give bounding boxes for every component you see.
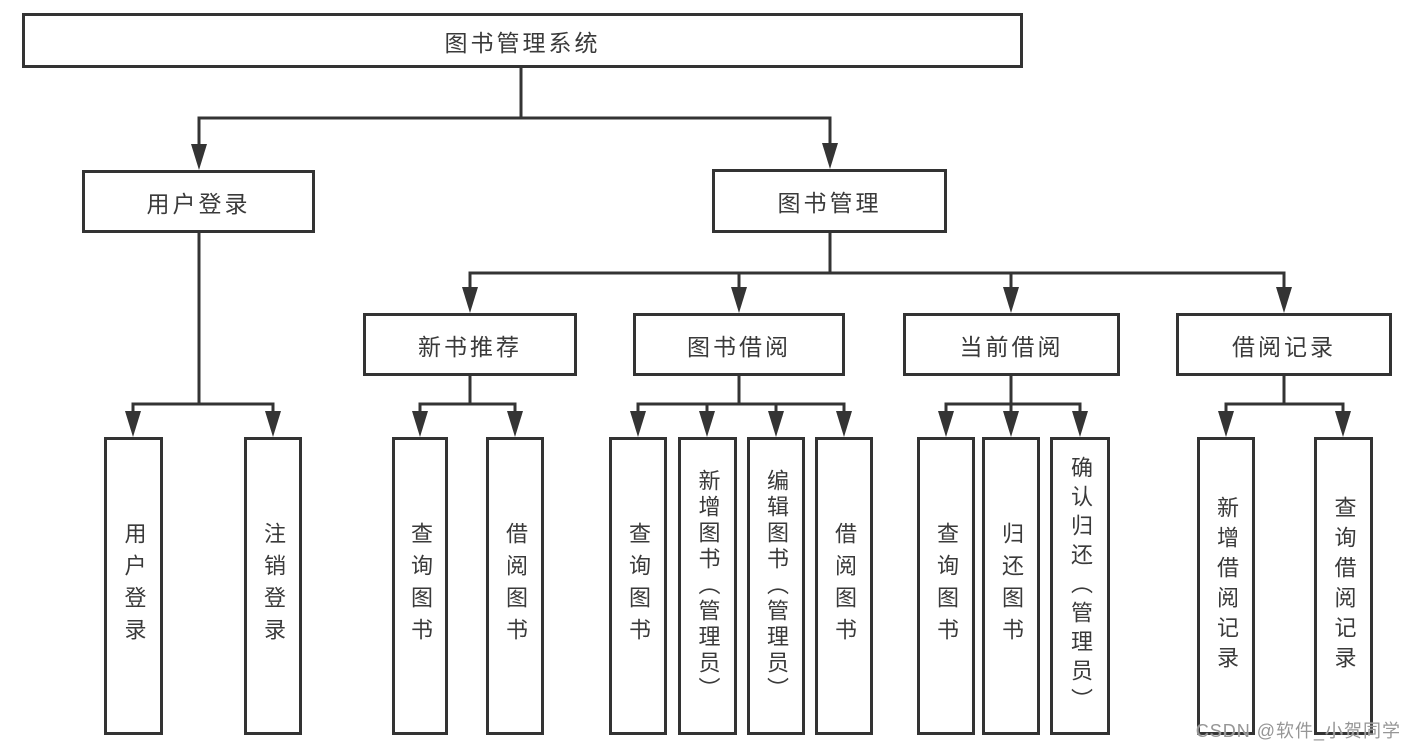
leaf-borrowing-query-books: 查询图书 [609,437,667,735]
node-user-login: 用户登录 [82,170,315,233]
leaf-newbook-query-books: 查询图书 [392,437,448,735]
leaf-borrowing-add-books-admin: 新增图书（管理员） [678,437,737,735]
arrowhead-icon [412,411,428,437]
arrowhead-icon [265,411,281,437]
node-book-borrowing: 图书借阅 [633,313,845,376]
leaf-borrowing-borrow-books: 借阅图书 [815,437,873,735]
leaf-user-login: 用户登录 [104,437,163,735]
arrowhead-icon [822,143,838,169]
arrowhead-icon [731,287,747,313]
leaf-current-return-books: 归还图书 [982,437,1040,735]
arrowhead-icon [191,144,207,170]
arrowhead-icon [1003,411,1019,437]
leaf-records-query-borrow-record: 查询借阅记录 [1314,437,1373,735]
arrowhead-icon [1003,287,1019,313]
arrowhead-icon [1276,287,1292,313]
arrowhead-icon [630,411,646,437]
node-new-book-recommend: 新书推荐 [363,313,577,376]
node-book-management: 图书管理 [712,169,947,233]
leaf-current-query-books: 查询图书 [917,437,975,735]
arrowhead-icon [1335,411,1351,437]
leaf-borrowing-edit-books-admin: 编辑图书（管理员） [747,437,805,735]
node-current-borrowing: 当前借阅 [903,313,1120,376]
arrowhead-icon [938,411,954,437]
arrowhead-icon [836,411,852,437]
node-borrowing-records: 借阅记录 [1176,313,1392,376]
leaf-current-confirm-return-admin: 确认归还（管理员） [1050,437,1110,735]
arrowhead-icon [462,287,478,313]
arrowhead-icon [1072,411,1088,437]
arrowhead-icon [699,411,715,437]
leaf-logout: 注销登录 [244,437,302,735]
arrowhead-icon [768,411,784,437]
leaf-newbook-borrow-books: 借阅图书 [486,437,544,735]
arrowhead-icon [125,411,141,437]
arrowhead-icon [507,411,523,437]
node-library-management-system: 图书管理系统 [22,13,1023,68]
arrowhead-icon [1218,411,1234,437]
watermark: CSDN @软件_小贺同学 [1195,721,1401,741]
connector-path [131,66,1345,414]
leaf-records-add-borrow-record: 新增借阅记录 [1197,437,1255,735]
